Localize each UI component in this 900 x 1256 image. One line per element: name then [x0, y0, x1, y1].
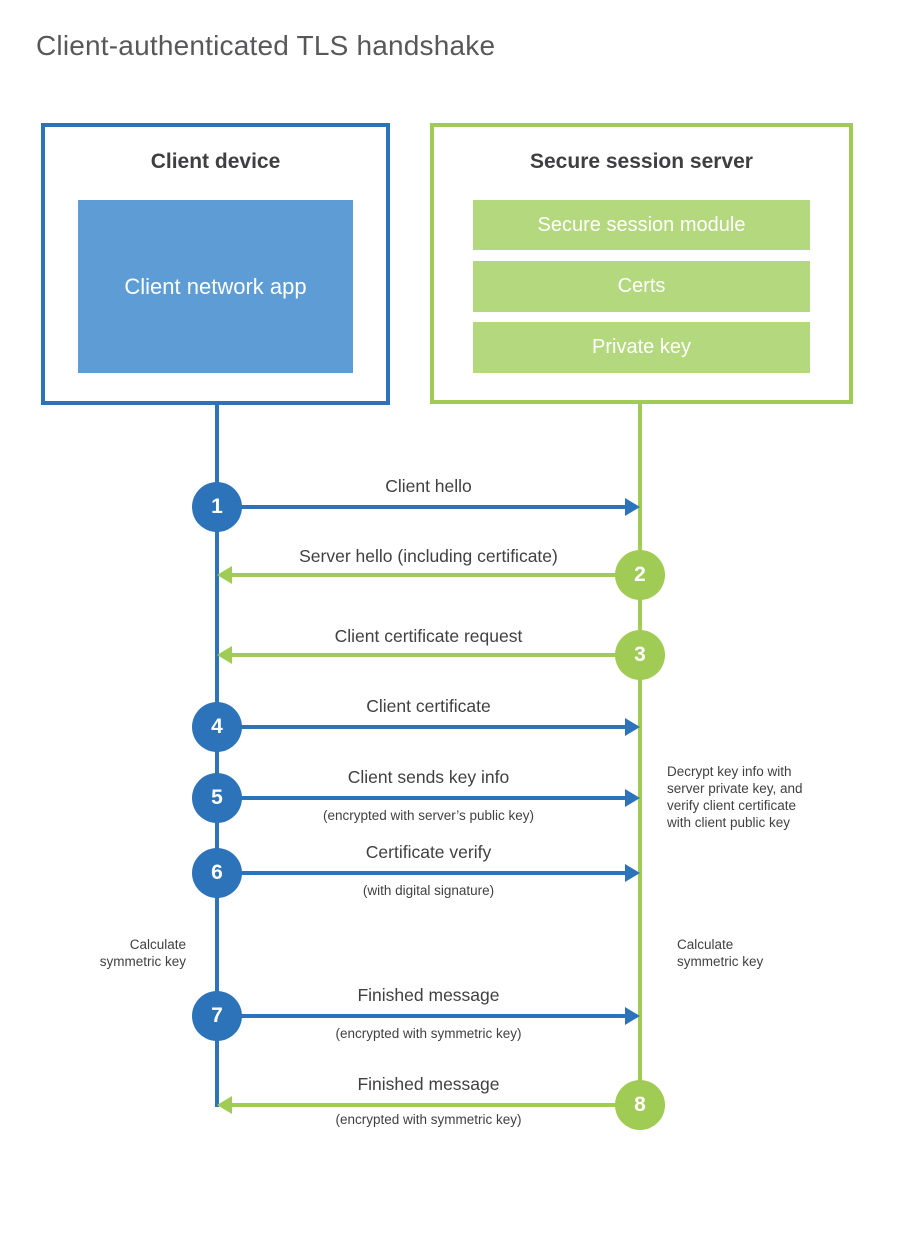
step-circle-6: 6 [192, 848, 242, 898]
message-arrow-8 [230, 1103, 640, 1107]
step-circle-7: 7 [192, 991, 242, 1041]
message-arrowhead-6 [625, 864, 640, 882]
client-network-app-box: Client network app [78, 200, 353, 373]
message-arrow-4 [217, 725, 627, 729]
message-sublabel-6: (with digital signature) [362, 883, 495, 898]
message-arrow-6 [217, 871, 627, 875]
step-circle-5: 5 [192, 773, 242, 823]
message-arrowhead-3 [217, 646, 232, 664]
message-arrow-1 [217, 505, 627, 509]
message-label-6: Certificate verify [365, 842, 492, 862]
message-arrow-2 [230, 573, 640, 577]
message-label-2: Server hello (including certificate) [299, 546, 558, 566]
message-sublabel-8: (encrypted with symmetric key) [335, 1112, 522, 1127]
message-label-3: Client certificate request [334, 626, 523, 646]
message-arrowhead-8 [217, 1096, 232, 1114]
step-circle-8: 8 [615, 1080, 665, 1130]
client-network-app-label: Client network app [124, 273, 307, 299]
server-module-private-key: Private key [473, 322, 810, 373]
note-calculate-symmetric-key-server: Calculate symmetric key [677, 937, 764, 969]
message-label-1: Client hello [385, 476, 472, 496]
message-arrowhead-5 [625, 789, 640, 807]
message-sublabel-7: (encrypted with symmetric key) [335, 1026, 522, 1041]
client-lifeline [215, 405, 219, 1107]
server-module-secure-session: Secure session module [473, 200, 810, 250]
message-arrow-7 [217, 1014, 627, 1018]
message-label-5: Client sends key info [347, 767, 510, 787]
note-calculate-symmetric-key-client: Calculate symmetric key [99, 937, 186, 969]
server-lifeline [638, 403, 642, 1105]
message-arrowhead-1 [625, 498, 640, 516]
message-arrowhead-2 [217, 566, 232, 584]
step-circle-1: 1 [192, 482, 242, 532]
message-sublabel-5: (encrypted with server’s public key) [322, 808, 535, 823]
server-title: Secure session server [530, 150, 753, 173]
server-module-label: Private key [592, 336, 691, 358]
note-decrypt-key-info: Decrypt key info with server private key… [667, 764, 803, 830]
message-arrowhead-7 [625, 1007, 640, 1025]
message-label-7: Finished message [357, 985, 500, 1005]
page-title: Client-authenticated TLS handshake [36, 30, 496, 61]
step-circle-2: 2 [615, 550, 665, 600]
step-circle-3: 3 [615, 630, 665, 680]
client-device-title: Client device [150, 150, 281, 173]
message-arrowhead-4 [625, 718, 640, 736]
server-module-label: Certs [617, 275, 666, 297]
server-module-label: Secure session module [537, 213, 746, 236]
message-arrow-3 [230, 653, 640, 657]
server-module-certs: Certs [473, 261, 810, 312]
step-circle-4: 4 [192, 702, 242, 752]
message-label-8: Finished message [357, 1074, 500, 1094]
message-label-4: Client certificate [366, 696, 491, 716]
message-arrow-5 [217, 796, 627, 800]
